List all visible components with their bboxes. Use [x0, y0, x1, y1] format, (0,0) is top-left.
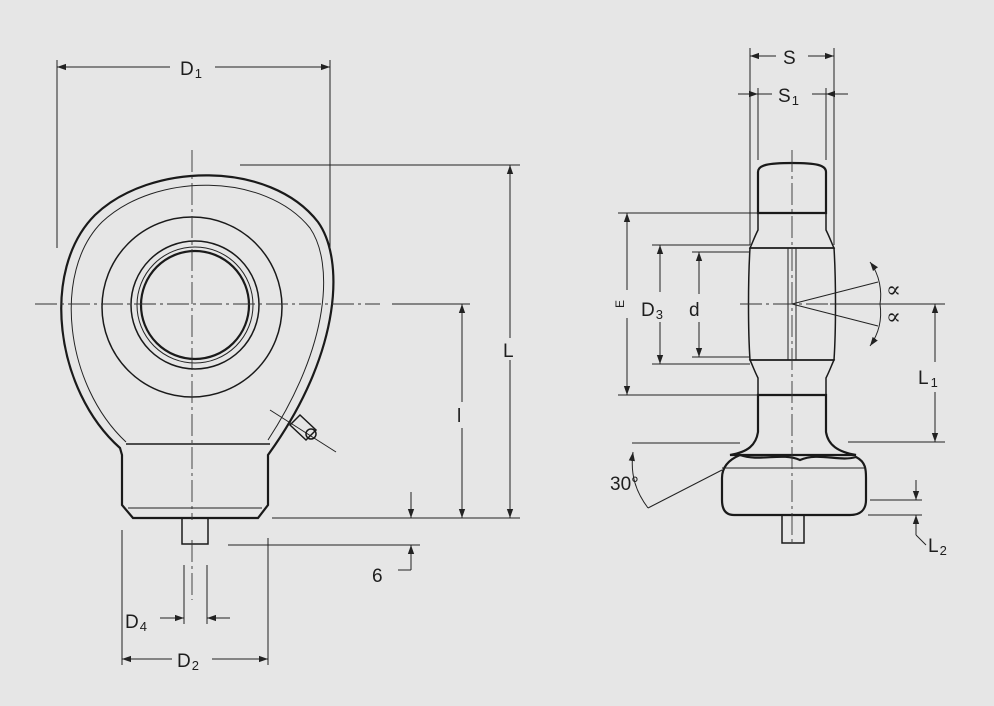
dim-D3: D3	[641, 244, 750, 365]
label-alpha-lower: ∝	[886, 305, 901, 330]
bearing-inner-ring	[136, 246, 254, 364]
grease-nipple	[269, 409, 337, 453]
front-view: D1 L l 6	[35, 59, 520, 673]
dim-D2: D2	[121, 530, 269, 673]
housing-stem-section	[729, 393, 857, 457]
label-l: l	[457, 406, 461, 427]
bearing-outer	[130, 240, 260, 370]
label-L: L	[503, 341, 514, 362]
label-D2: D2	[177, 651, 199, 673]
label-alpha-upper: ∝	[886, 278, 901, 303]
label-D3: D3	[641, 300, 663, 322]
housing-outline	[60, 174, 335, 520]
label-E: E	[613, 300, 627, 308]
side-stud	[781, 514, 805, 544]
side-view: S S1 E D3	[610, 48, 947, 558]
label-D1: D1	[180, 59, 202, 81]
dim-l: l	[392, 303, 470, 518]
dim-S: S	[749, 48, 835, 245]
housing-inner-edge	[70, 184, 325, 443]
dim-S1: S1	[738, 86, 848, 160]
label-d: d	[689, 300, 700, 321]
label-S: S	[783, 48, 796, 69]
dim-D4: D4	[125, 565, 230, 634]
stud	[181, 517, 209, 545]
label-D4: D4	[125, 612, 147, 634]
bore	[139, 249, 251, 361]
dim-alpha: ∝ ∝	[791, 261, 901, 347]
label-30deg: 30°	[610, 474, 639, 495]
dim-L2: L2	[868, 480, 947, 558]
dim-E: E	[613, 212, 758, 396]
dim-d: d	[689, 251, 750, 358]
label-6: 6	[372, 566, 383, 587]
dim-L: L	[240, 164, 520, 519]
label-L2: L2	[928, 536, 947, 558]
label-S1: S1	[778, 86, 799, 108]
base-flange	[720, 453, 868, 517]
dim-D1: D1	[56, 59, 331, 248]
dim-30deg: 30°	[610, 442, 740, 509]
dim-6: 6	[228, 492, 420, 587]
